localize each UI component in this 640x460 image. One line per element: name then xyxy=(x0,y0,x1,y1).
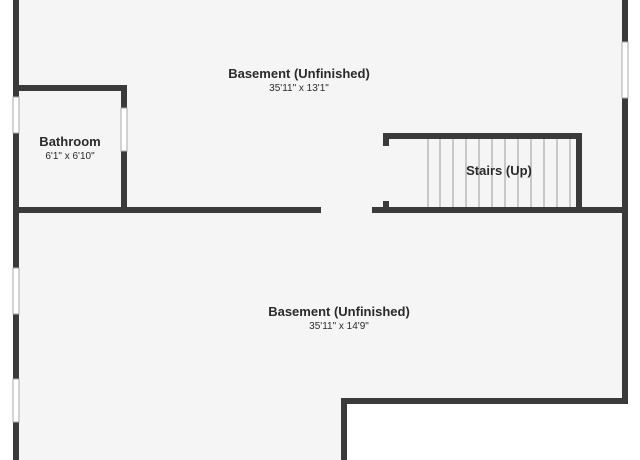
window-right-top xyxy=(621,41,629,99)
room-dimensions: 35'11" x 14'9" xyxy=(309,321,369,332)
room-label-basement-lower: Basement (Unfinished) 35'11" x 14'9" xyxy=(268,304,410,333)
window-left-middle xyxy=(12,267,20,315)
room-name: Basement (Unfinished) xyxy=(228,66,370,81)
bathroom-wall-top xyxy=(13,85,127,91)
interior-wall-right-segment xyxy=(372,207,628,213)
window-bathroom-inner xyxy=(120,107,128,152)
stairs-wall-top xyxy=(383,133,582,139)
door-jamb xyxy=(383,201,389,213)
exterior-wall-right xyxy=(622,0,628,404)
stairs-wall-left-stub xyxy=(383,133,389,146)
interior-wall-left-segment xyxy=(13,207,321,213)
exterior-wall-left xyxy=(13,0,19,460)
stairs-wall-right xyxy=(576,133,582,213)
room-dimensions: 35'11" x 13'1" xyxy=(269,83,329,94)
room-name: Bathroom xyxy=(39,134,101,149)
room-name: Stairs (Up) xyxy=(466,163,532,178)
exterior-wall-notch-top xyxy=(341,398,628,404)
room-label-basement-upper: Basement (Unfinished) 35'11" x 13'1" xyxy=(228,66,370,95)
windows xyxy=(12,41,629,423)
room-name: Basement (Unfinished) xyxy=(268,304,410,319)
stair-treads xyxy=(427,139,571,207)
window-bathroom-left xyxy=(12,96,20,134)
window-left-bottom xyxy=(12,378,20,423)
room-dimensions: 6'1" x 6'10" xyxy=(45,151,95,162)
room-label-bathroom: Bathroom 6'1" x 6'10" xyxy=(39,134,100,163)
room-label-stairs: Stairs (Up) xyxy=(466,163,532,179)
exterior-wall-notch-side xyxy=(341,398,347,460)
floor-area xyxy=(16,0,628,460)
